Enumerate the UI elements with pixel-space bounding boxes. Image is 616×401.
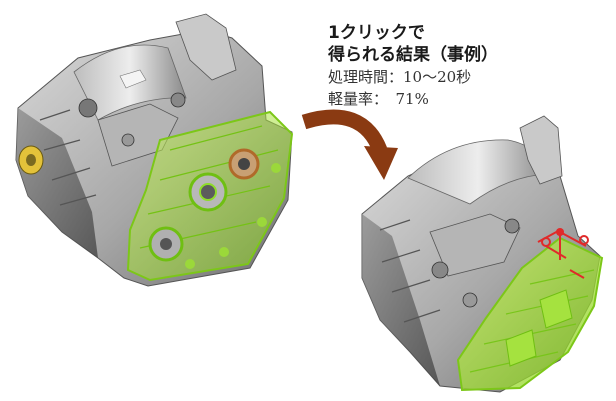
right-lightweighted-cover [456, 236, 604, 392]
caption-one-click: 1クリックで [328, 23, 425, 43]
left-selected-cover [126, 110, 294, 282]
lightweighted-gearbox-model [361, 115, 604, 393]
original-gearbox-model [15, 13, 294, 287]
transition-arrow [301, 109, 398, 180]
caption-weight-reduction: 軽量率： 71% [328, 90, 429, 108]
caption-processing-time: 処理時間：10〜20秒 [328, 68, 472, 86]
analysis-markers [537, 228, 589, 279]
caption-results-example: 得られる結果（事例） [328, 45, 498, 65]
result-caption: 1クリックで 得られる結果（事例） 処理時間：10〜20秒 軽量率： 71% [328, 22, 614, 110]
